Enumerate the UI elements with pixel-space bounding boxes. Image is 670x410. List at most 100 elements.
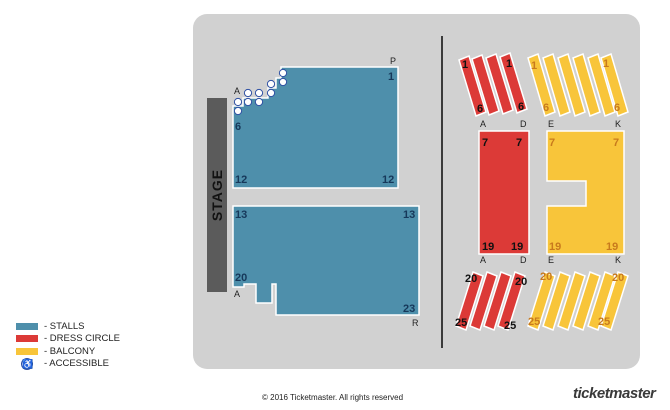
dress-circle-swatch — [16, 335, 38, 343]
stalls-row-letter: A — [234, 289, 240, 299]
balcony-row-letter: E — [548, 119, 554, 129]
copyright-notice: © 2016 Ticketmaster. All rights reserved — [262, 393, 404, 402]
dress-circle-row[interactable] — [458, 55, 487, 117]
stalls-row-letter: R — [412, 318, 419, 328]
stage — [207, 98, 227, 292]
dress-circle-row[interactable] — [483, 271, 512, 331]
accessible-seat-icon[interactable] — [254, 97, 264, 107]
accessible-seat-icon[interactable] — [254, 88, 264, 98]
balcony-row-letter: K — [615, 119, 621, 129]
dress-circle-row-letter: D — [520, 119, 527, 129]
dress-circle-row[interactable] — [499, 52, 528, 114]
legend-label: - BALCONY — [44, 345, 96, 357]
balcony-row[interactable] — [542, 52, 571, 118]
legend-label: - ACCESSIBLE — [44, 358, 109, 370]
balcony-row[interactable] — [557, 52, 586, 118]
balcony-lower-rows[interactable] — [527, 271, 629, 331]
stalls-seat-number: 20 — [235, 272, 247, 284]
legend-item-accessible: ♿ - ACCESSIBLE — [16, 357, 120, 371]
balcony-seat-number: 20 — [540, 271, 552, 283]
dress-circle-seat-number: 25 — [455, 317, 467, 329]
stalls-upper-block[interactable] — [232, 66, 399, 189]
dress-circle-row[interactable] — [497, 271, 526, 331]
balcony-seat-number: 25 — [528, 316, 540, 328]
balcony-row[interactable] — [527, 52, 556, 118]
stalls-seat-number: 1 — [388, 71, 394, 83]
stalls-seat-number: 13 — [235, 209, 247, 221]
legend-label: - STALLS — [44, 320, 85, 332]
dress-circle-row[interactable] — [471, 54, 500, 116]
stalls-seat-number: 12 — [382, 174, 394, 186]
balcony-row[interactable] — [600, 271, 629, 331]
balcony-row[interactable] — [527, 271, 556, 331]
accessible-seat-icon[interactable] — [243, 97, 253, 107]
stalls-lower-block[interactable] — [232, 205, 420, 316]
dress-circle-row[interactable] — [485, 53, 514, 115]
balcony-row[interactable] — [600, 52, 629, 118]
accessible-seat-icon[interactable] — [278, 77, 288, 87]
balcony-seat-number: 19 — [606, 241, 618, 253]
dress-circle-seat-number: 1 — [462, 59, 468, 71]
balcony-seat-number: 6 — [614, 102, 620, 114]
dress-circle-seat-number: 19 — [511, 241, 523, 253]
dress-circle-row[interactable] — [469, 271, 498, 331]
dress-circle-seat-number: 25 — [504, 320, 516, 332]
dress-circle-seat-number: 6 — [518, 101, 524, 113]
balcony-upper-rows[interactable] — [527, 52, 629, 118]
balcony-row[interactable] — [572, 52, 601, 118]
dress-circle-upper-rows[interactable] — [458, 52, 528, 117]
balcony-row[interactable] — [557, 271, 586, 331]
balcony-seat-number: 25 — [598, 316, 610, 328]
balcony-seat-number: 6 — [543, 102, 549, 114]
legend: - STALLS - DRESS CIRCLE - BALCONY ♿ - AC… — [16, 320, 120, 370]
balcony-row[interactable] — [587, 271, 616, 331]
balcony-seat-number: 1 — [603, 58, 609, 70]
legend-label: - DRESS CIRCLE — [44, 333, 121, 345]
ticketmaster-logo[interactable]: ticketmaster — [573, 385, 656, 402]
section-divider — [441, 36, 443, 348]
dress-circle-row-letter: A — [480, 255, 486, 265]
accessible-seats — [233, 68, 288, 116]
dress-circle-row-letter: D — [520, 255, 527, 265]
balcony-seat-number: 1 — [531, 60, 537, 72]
accessible-seat-icon[interactable] — [266, 79, 276, 89]
accessible-seat-icon[interactable] — [233, 97, 243, 107]
balcony-row[interactable] — [572, 271, 601, 331]
dress-circle-seat-number: 6 — [477, 103, 483, 115]
balcony-row-letter: E — [548, 255, 554, 265]
stalls-seat-number: 13 — [403, 209, 415, 221]
dress-circle-seat-number: 1 — [506, 58, 512, 70]
dress-circle-lower-rows[interactable] — [455, 271, 526, 331]
legend-item-stalls: - STALLS — [16, 320, 120, 333]
accessible-seat-icon[interactable] — [278, 68, 288, 78]
balcony-row[interactable] — [587, 52, 616, 118]
dress-circle-middle-block[interactable] — [478, 130, 530, 255]
stalls-swatch — [16, 322, 38, 330]
stalls-row-letter: P — [390, 56, 396, 66]
balcony-seat-number: 7 — [613, 137, 619, 149]
legend-item-dress-circle: - DRESS CIRCLE — [16, 333, 120, 346]
balcony-middle-block[interactable] — [546, 130, 625, 255]
balcony-seat-number: 19 — [549, 241, 561, 253]
accessible-seat-icon[interactable] — [266, 88, 276, 98]
dress-circle-seat-number: 7 — [482, 137, 488, 149]
balcony-row[interactable] — [542, 271, 571, 331]
dress-circle-row[interactable] — [455, 271, 484, 331]
balcony-seat-number: 7 — [549, 137, 555, 149]
balcony-row-letter: K — [615, 255, 621, 265]
wheelchair-icon: ♿ — [21, 357, 34, 370]
stalls-seat-number: 23 — [403, 303, 415, 315]
stalls-seat-number: 6 — [235, 121, 241, 133]
dress-circle-row-letter: A — [480, 119, 486, 129]
legend-item-balcony: - BALCONY — [16, 345, 120, 358]
balcony-seat-number: 20 — [612, 272, 624, 284]
stalls-row-letter: A — [234, 86, 240, 96]
dress-circle-seat-number: 20 — [465, 273, 477, 285]
dress-circle-seat-number: 20 — [515, 276, 527, 288]
stalls-seat-number: 12 — [235, 174, 247, 186]
accessible-seat-icon[interactable] — [243, 88, 253, 98]
accessible-seat-icon[interactable] — [233, 106, 243, 116]
balcony-swatch — [16, 347, 38, 355]
dress-circle-seat-number: 19 — [482, 241, 494, 253]
